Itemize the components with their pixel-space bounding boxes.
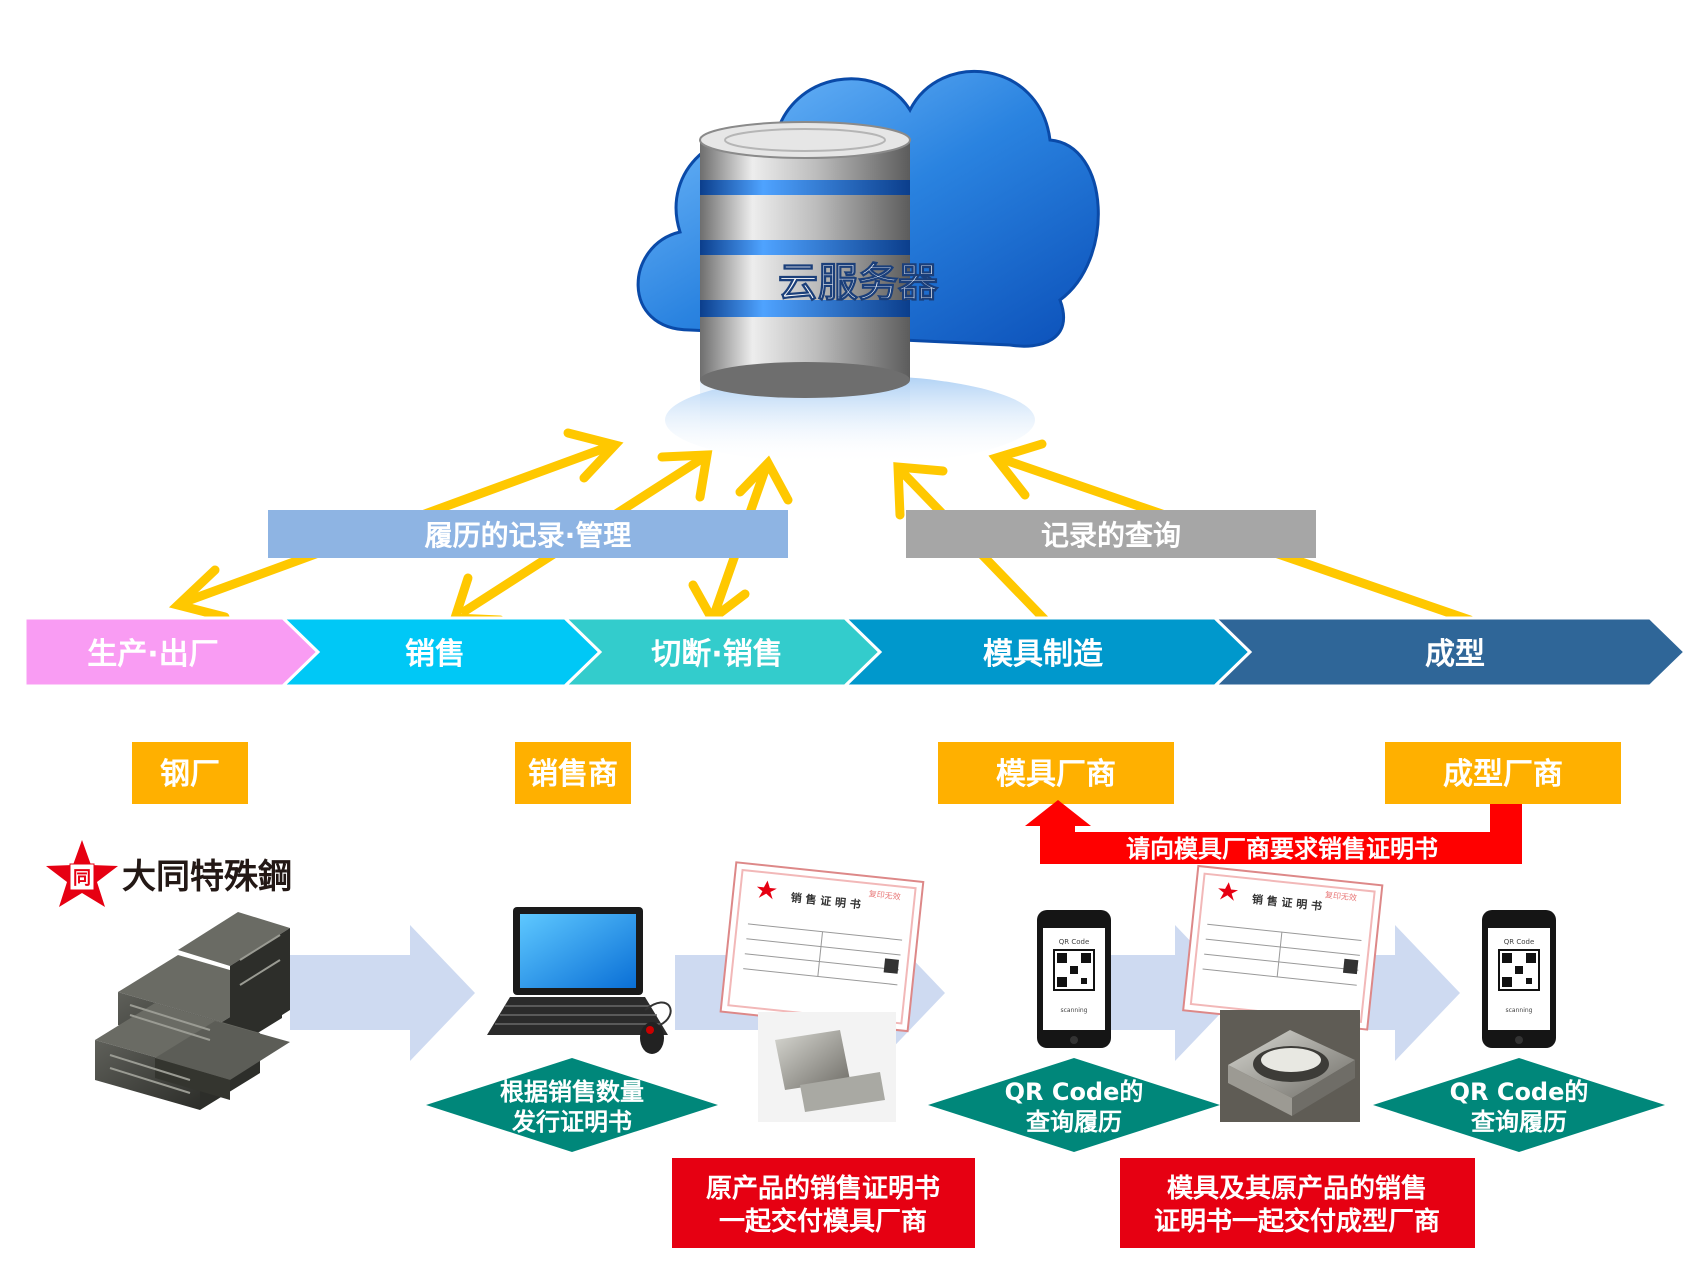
stage-5-shape	[1211, 616, 1688, 688]
svg-text:QR Code的: QR Code的	[1450, 1078, 1589, 1106]
role-boxes: 钢厂 销售商 模具厂商 成型厂商	[132, 742, 1621, 804]
qr-code-icon	[1498, 949, 1540, 991]
step-qr-query-2: QR Code的 查询履历	[1373, 1058, 1665, 1152]
steel-blocks-illustration	[95, 912, 290, 1110]
stage-label: 模具制造	[983, 637, 1103, 672]
request-arrow: 请向模具厂商要求销售证明书	[1025, 800, 1522, 864]
svg-text:查询履历: 查询履历	[1471, 1108, 1567, 1136]
stage-label: 成型	[1425, 637, 1485, 672]
database-icon	[699, 121, 911, 398]
certificate-document-1: 销 售 证 明 书 复印无效	[719, 861, 925, 1033]
certificate-stamp: 复印无效	[1325, 889, 1358, 902]
cloud-server-illustration: 云服务器	[636, 69, 1100, 465]
phone-screen-caption: scanning	[1506, 1007, 1533, 1014]
svg-text:根据销售数量: 根据销售数量	[500, 1078, 644, 1106]
band-record-query: 记录的查询	[906, 510, 1316, 558]
certificate-document-2: 销 售 证 明 书 复印无效	[1182, 864, 1384, 1031]
role-mold-maker: 模具厂商	[996, 757, 1116, 792]
band-record-manage: 履历的记录·管理	[268, 510, 788, 558]
brand-name: 大同特殊鋼	[122, 857, 292, 897]
stage-label: 生产·出厂	[87, 637, 218, 672]
stage-label: 切断·销售	[651, 637, 782, 672]
stage-label: 销售	[405, 637, 465, 672]
step-qr-query-1: QR Code的 查询履历	[928, 1058, 1220, 1152]
smartphone-icon-1: QR Code scanning	[1037, 910, 1111, 1048]
laptop-icon	[487, 907, 672, 1054]
phone-screen-title: QR Code	[1059, 938, 1090, 946]
svg-text:发行证明书: 发行证明书	[511, 1108, 632, 1136]
svg-text:查询履历: 查询履历	[1026, 1108, 1122, 1136]
svg-text:一起交付模具厂商: 一起交付模具厂商	[719, 1206, 927, 1237]
daido-logo: 同 大同特殊鋼	[46, 840, 292, 907]
svg-text:记录的查询: 记录的查询	[1041, 519, 1181, 552]
svg-text:模具及其原产品的销售: 模具及其原产品的销售	[1167, 1173, 1427, 1204]
role-steel-mill: 钢厂	[160, 757, 220, 792]
steel-plate-photo	[758, 1012, 896, 1122]
step-issue-certificate: 根据销售数量 发行证明书	[426, 1058, 718, 1152]
request-note: 请向模具厂商要求销售证明书	[1126, 835, 1438, 863]
qr-code-icon	[1053, 949, 1095, 991]
stage-flow: 生产·出厂 销售 切断·销售 模具制造 成型	[23, 616, 1688, 688]
mold-photo	[1220, 1010, 1360, 1122]
cloud-server-label: 云服务器	[778, 260, 939, 306]
svg-text:QR Code的: QR Code的	[1005, 1078, 1144, 1106]
delivery-to-mold-maker: 原产品的销售证明书 一起交付模具厂商	[672, 1158, 975, 1248]
certificate-stamp: 复印无效	[868, 888, 901, 901]
role-distributor: 销售商	[528, 757, 618, 792]
phone-screen-caption: scanning	[1061, 1007, 1088, 1014]
role-molder: 成型厂商	[1443, 757, 1563, 792]
phone-screen-title: QR Code	[1504, 938, 1535, 946]
svg-text:证明书一起交付成型厂商: 证明书一起交付成型厂商	[1154, 1206, 1440, 1237]
svg-text:原产品的销售证明书: 原产品的销售证明书	[706, 1173, 940, 1204]
svg-text:同: 同	[73, 868, 91, 889]
smartphone-icon-2: QR Code scanning	[1482, 910, 1556, 1048]
delivery-to-molder: 模具及其原产品的销售 证明书一起交付成型厂商	[1120, 1158, 1475, 1248]
svg-text:履历的记录·管理: 履历的记录·管理	[425, 519, 632, 552]
